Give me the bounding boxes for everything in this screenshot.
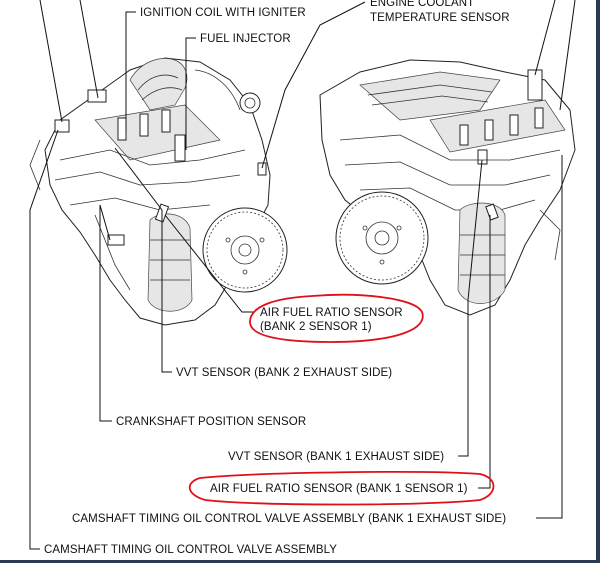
leader-left-top-2: [79, 0, 99, 99]
label-vvt-b1: VVT SENSOR (BANK 1 EXHAUST SIDE): [228, 451, 444, 463]
callout-labels: IGNITION COIL WITH IGNITER FUEL INJECTOR…: [44, 0, 510, 556]
label-vvt-b2: VVT SENSOR (BANK 2 EXHAUST SIDE): [176, 367, 392, 379]
label-ignition-coil: IGNITION COIL WITH IGNITER: [140, 7, 306, 19]
highlight-af-sensor-b1: [188, 471, 495, 506]
label-ocv-b1: CAMSHAFT TIMING OIL CONTROL VALVE ASSEMB…: [72, 513, 506, 525]
window-frame-right: [596, 0, 600, 563]
label-ect-sensor-line2: TEMPERATURE SENSOR: [370, 12, 510, 24]
red-highlights: [188, 293, 495, 506]
left-engine-illustration: [29, 57, 288, 326]
leader-af-b2: [164, 214, 255, 313]
leader-ect-sensor: [261, 1, 366, 169]
label-fuel-injector: FUEL INJECTOR: [200, 33, 291, 45]
highlight-af-sensor-b2: [249, 293, 424, 343]
window-frame-bottom: [0, 560, 600, 563]
leader-af-b1: [478, 215, 491, 489]
leader-left-top-1: [39, 0, 63, 123]
leader-vvt-b1: [458, 159, 483, 457]
label-crank-sensor: CRANKSHAFT POSITION SENSOR: [116, 416, 306, 428]
leader-vvt-b2: [114, 147, 172, 373]
label-ect-sensor-line1: ENGINE COOLANT: [370, 0, 474, 9]
label-ocv-b2: CAMSHAFT TIMING OIL CONTROL VALVE ASSEMB…: [44, 544, 337, 556]
leader-ocv-b2: [29, 129, 59, 550]
leader-crank: [99, 204, 112, 422]
leader-ignition-coil: [125, 11, 136, 130]
label-af-sensor-b2-line1: AIR FUEL RATIO SENSOR: [260, 307, 403, 319]
leader-lines: [29, 0, 576, 550]
label-af-sensor-b1: AIR FUEL RATIO SENSOR (BANK 1 SENSOR 1): [210, 483, 468, 495]
leader-right-top-1: [534, 0, 556, 76]
right-engine-illustration: [319, 59, 576, 316]
leader-fuel-injector: [185, 37, 196, 150]
label-af-sensor-b2-line2: (BANK 2 SENSOR 1): [260, 321, 372, 333]
leader-right-top-2: [559, 0, 576, 111]
leader-ocv-b1: [536, 155, 563, 519]
